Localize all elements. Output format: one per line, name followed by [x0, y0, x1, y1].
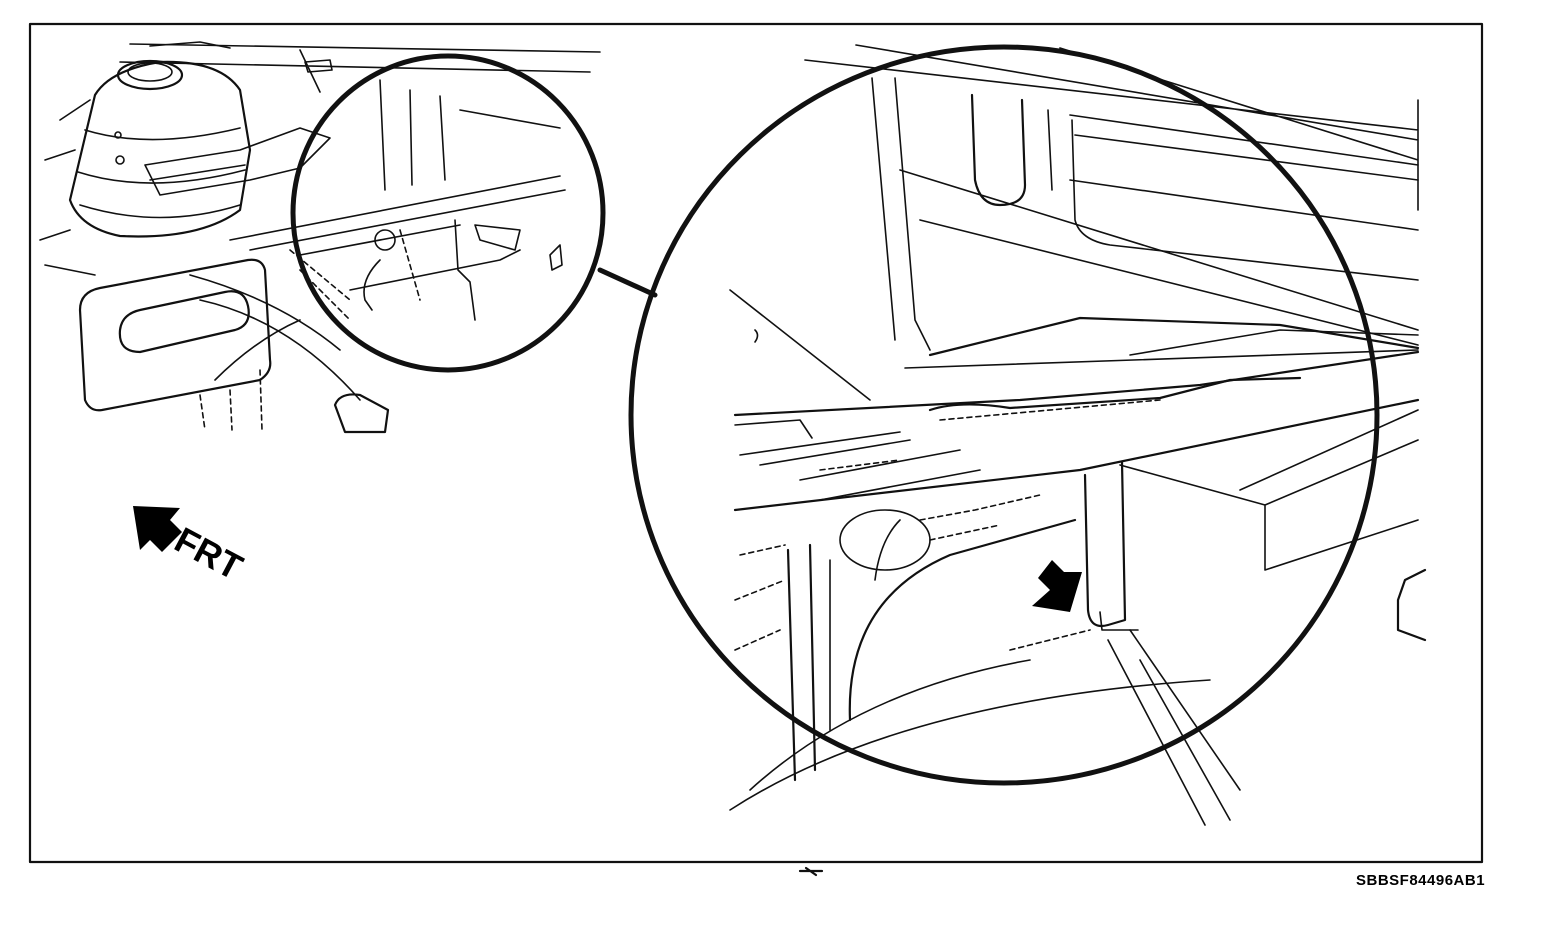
center-mark: [798, 866, 824, 877]
arrow-down-right-icon: [1032, 560, 1082, 612]
arrow-up-left-icon: [133, 506, 182, 552]
overview-detail-circle: [290, 53, 606, 373]
overview-illustration: [39, 41, 601, 434]
detail-illustration: [729, 44, 1427, 826]
figure-code: SBBSF84496AB1: [1356, 872, 1486, 889]
magnified-detail-circle: [628, 44, 1380, 786]
detail-leader-line: [597, 267, 658, 298]
front-direction-label: FRT: [168, 519, 249, 588]
figure-frame: [28, 22, 1484, 864]
